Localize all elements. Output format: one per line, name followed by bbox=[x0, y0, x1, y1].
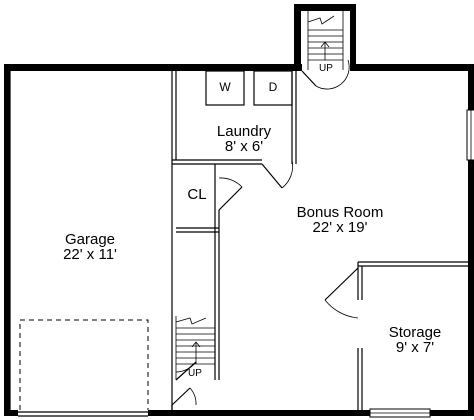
laundry-name: Laundry bbox=[216, 123, 272, 140]
storage-dimensions: 9' x 7' bbox=[395, 339, 435, 356]
closet-name: CL bbox=[187, 186, 207, 203]
storage-name: Storage bbox=[388, 324, 442, 341]
stair-up-label-top: UP bbox=[319, 63, 333, 74]
garage-door bbox=[18, 319, 149, 417]
laundry-dimensions: 8' x 6' bbox=[224, 138, 264, 155]
room-label-closet: CL bbox=[180, 187, 214, 202]
room-label-bonus: Bonus Room 22' x 19' bbox=[280, 205, 400, 235]
room-label-garage: Garage 22' x 11' bbox=[40, 232, 140, 262]
stair-up-label-garage: UP bbox=[188, 368, 202, 379]
interior-walls bbox=[9, 71, 468, 412]
garage-dimensions: 22' x 11' bbox=[63, 246, 117, 263]
room-label-laundry: Laundry 8' x 6' bbox=[194, 124, 294, 154]
appliances bbox=[205, 70, 293, 106]
bonus-room-dimensions: 22' x 19' bbox=[312, 219, 368, 236]
garage-name: Garage bbox=[64, 231, 116, 248]
dryer-label: D bbox=[268, 80, 278, 94]
doors bbox=[171, 59, 359, 416]
top-staircase bbox=[307, 11, 344, 70]
room-label-storage: Storage 9' x 7' bbox=[370, 325, 460, 355]
windows bbox=[369, 109, 474, 418]
garage-staircase bbox=[175, 316, 215, 380]
bonus-room-name: Bonus Room bbox=[296, 204, 384, 221]
washer-label: W bbox=[219, 80, 231, 94]
exterior-walls bbox=[4, 4, 474, 416]
